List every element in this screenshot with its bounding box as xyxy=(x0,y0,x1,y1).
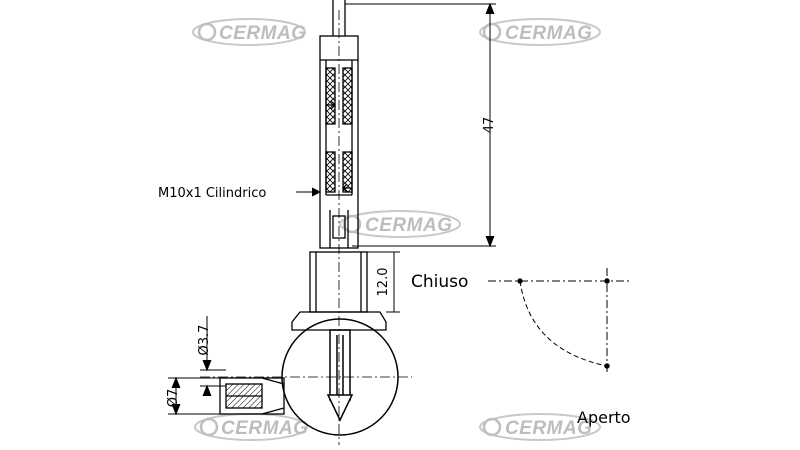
watermark-top-left: CERMAG xyxy=(192,18,306,46)
watermark-text: CERMAG xyxy=(365,215,452,236)
dimension-bore xyxy=(200,316,226,397)
dimension-outlet-label: Ø7 xyxy=(166,389,181,408)
valve-neck xyxy=(291,251,387,331)
dimension-47 xyxy=(345,2,496,248)
outlet-nozzle xyxy=(219,377,285,415)
watermark-bottom-left: CERMAG xyxy=(194,413,308,441)
watermark-text: CERMAG xyxy=(221,418,308,439)
dimension-length-label: 47 xyxy=(482,117,497,134)
thread-spec-label: M10x1 Cilindrico xyxy=(158,186,266,201)
dimension-height-label: 12.0 xyxy=(376,268,391,297)
position-closed-label: Chiuso xyxy=(411,272,468,292)
watermark-center: CERMAG xyxy=(339,210,461,238)
position-open-label: Aperto xyxy=(577,408,631,427)
watermark-text: CERMAG xyxy=(505,23,592,44)
watermark-text: CERMAG xyxy=(219,23,306,44)
dimension-12 xyxy=(367,251,400,313)
position-diagram xyxy=(488,268,630,372)
thread-callout xyxy=(296,187,322,197)
center-lines xyxy=(200,10,412,445)
watermark-text: CERMAG xyxy=(505,418,592,439)
filter-tube xyxy=(319,0,359,249)
watermark-bottom-right: CERMAG xyxy=(479,413,601,441)
watermark-top-right: CERMAG xyxy=(479,18,601,46)
dimension-outlet xyxy=(168,376,220,416)
dimension-bore-label: Ø3.7 xyxy=(197,325,212,356)
